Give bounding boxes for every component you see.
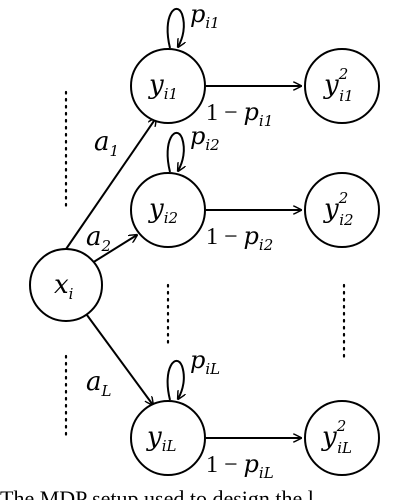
label-1-minus-p-iL: 1 − piL (206, 450, 274, 482)
node-y-i1: yi1 (130, 48, 206, 124)
node-y-i2: yi2 (130, 172, 206, 248)
self-loop-yL (166, 359, 184, 400)
label-a1: a1 (94, 127, 119, 160)
label-p-i2: pi2 (190, 122, 220, 154)
node-x-i: xi (29, 248, 103, 322)
svg-text:yi1: yi1 (148, 70, 178, 103)
self-loop-y1 (166, 7, 184, 48)
label-1-minus-p-i1: 1 − pi1 (206, 98, 273, 130)
label-1-minus-p-i2: 1 − pi2 (206, 222, 273, 254)
svg-text:xi: xi (54, 270, 74, 303)
svg-text:yi2: yi2 (148, 194, 178, 227)
self-loop-y2 (166, 131, 184, 172)
label-a2: a2 (86, 222, 111, 255)
figure-caption: The MDP setup used to design the l (0, 486, 314, 500)
edge-x-to-y1 (63, 118, 156, 253)
label-p-i1: pi1 (190, 0, 220, 32)
edge-x-to-yL (83, 310, 153, 405)
label-p-iL: piL (190, 346, 220, 378)
svg-text:yiL: yiL (146, 422, 177, 455)
label-aL: aL (86, 367, 112, 400)
node-y-iL: yiL (130, 400, 206, 476)
